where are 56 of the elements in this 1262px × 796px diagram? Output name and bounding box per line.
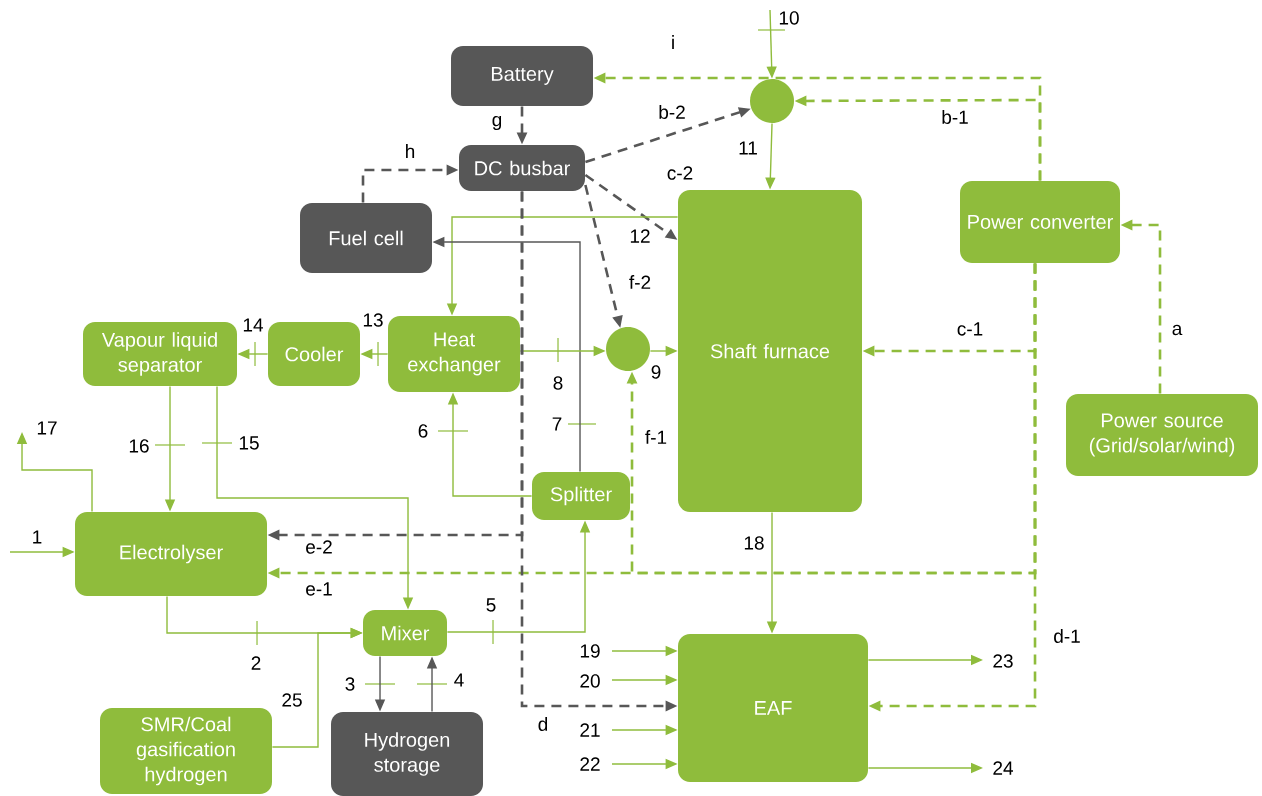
edge-label: 21: [577, 721, 603, 739]
edge-label: 23: [990, 652, 1016, 670]
process-box: Heat exchanger: [388, 316, 520, 392]
edge-label: 10: [776, 9, 802, 27]
edge-label: 4: [451, 671, 467, 689]
edge-label: 17: [34, 419, 60, 437]
edge-label: 5: [483, 596, 499, 614]
process-box: Mixer: [363, 610, 447, 656]
edge-label: 13: [360, 311, 386, 329]
edge-label: 19: [577, 642, 603, 660]
edge-label: 14: [240, 316, 266, 334]
edge-label: 18: [741, 534, 767, 552]
process-box: DC busbar: [459, 145, 585, 191]
edge-label: 8: [550, 374, 566, 392]
process-box: SMR/Coal gasification hydrogen: [100, 708, 272, 794]
edge-label: 24: [990, 759, 1016, 777]
edge-label: 25: [279, 691, 305, 709]
edge-label: b-1: [939, 108, 971, 126]
edge-label: d: [535, 715, 551, 733]
edge-label: h: [402, 142, 418, 160]
junction-circle: [606, 327, 650, 371]
edge-label: 9: [648, 363, 664, 381]
edge-label: 20: [577, 672, 603, 690]
process-box: Power converter: [960, 181, 1120, 263]
edge-label: 6: [415, 422, 431, 440]
process-box: Battery: [451, 46, 593, 106]
edge-label: c-2: [664, 164, 696, 182]
process-box: Fuel cell: [300, 203, 432, 273]
process-box: Splitter: [532, 472, 630, 520]
process-box: Power source (Grid/solar/wind): [1066, 394, 1258, 476]
edge-label: f-1: [642, 428, 670, 446]
edge-label: 12: [627, 227, 653, 245]
edge-label: d-1: [1051, 627, 1083, 645]
edge-label: c-1: [954, 320, 986, 338]
edge-label: 2: [248, 654, 264, 672]
edge-label: 22: [577, 755, 603, 773]
edge-label: e-1: [303, 580, 335, 598]
process-box: EAF: [678, 634, 868, 782]
junction-circle: [750, 79, 794, 123]
process-box: Vapour liquid separator: [83, 322, 237, 386]
edge-label: e-2: [303, 538, 335, 556]
edge-label: 1: [29, 528, 45, 546]
process-box: Electrolyser: [75, 512, 267, 596]
edge-label: g: [489, 113, 505, 133]
edge-label: i: [668, 33, 678, 51]
edge-label: a: [1169, 322, 1185, 338]
edge-label: 7: [549, 415, 565, 433]
process-box: Hydrogen storage: [331, 712, 483, 796]
process-box: Cooler: [268, 322, 360, 386]
edge-label: 11: [736, 139, 760, 157]
edge-label: f-2: [626, 273, 654, 291]
edge-label: 15: [236, 434, 262, 452]
edge-label: 3: [342, 675, 358, 693]
edge-label: b-2: [656, 103, 688, 121]
edge-label: 16: [126, 437, 152, 455]
process-box: Shaft furnace: [678, 190, 862, 512]
